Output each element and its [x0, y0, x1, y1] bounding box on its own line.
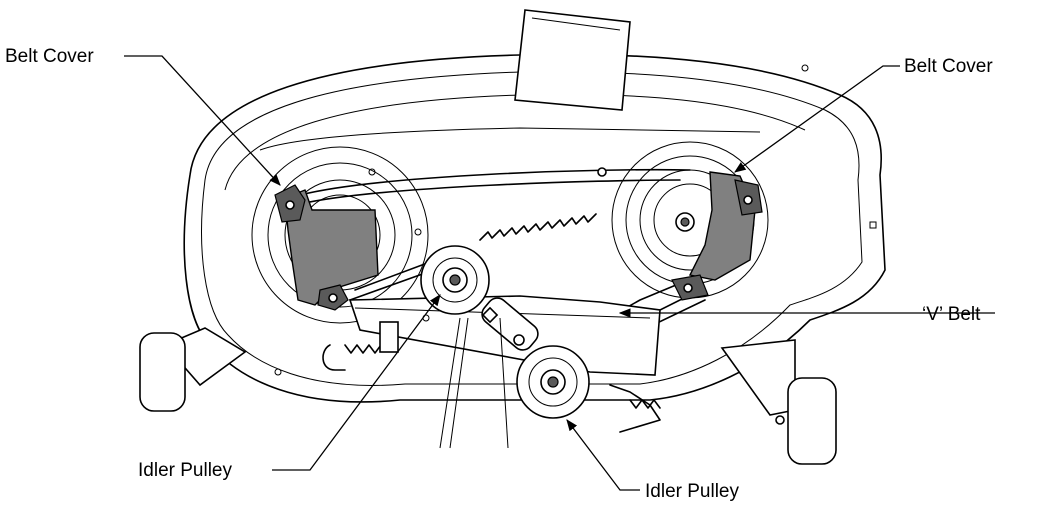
deck-holes [274, 64, 877, 376]
v-belt-label: ‘V’ Belt [922, 304, 981, 325]
belt-cover-left-label: Belt Cover [5, 46, 94, 67]
left-linkage [322, 321, 399, 371]
idler-pulley-bottom [516, 345, 590, 419]
idler-pulley-bottom-label: Idler Pulley [645, 481, 739, 502]
discharge-chute [514, 9, 631, 111]
right-gauge-wheel [720, 339, 837, 465]
tension-spring [479, 167, 607, 241]
belt-cover-right [671, 171, 763, 301]
idler-pulley-left-label: Idler Pulley [138, 460, 232, 481]
belt-cover-right-label: Belt Cover [904, 56, 993, 77]
leader-lines [124, 55, 995, 491]
left-gauge-wheel [139, 327, 247, 412]
right-linkage [609, 384, 661, 433]
idler-rods [439, 317, 509, 449]
belt-cover-left [274, 184, 379, 311]
idler-pulley-left [420, 245, 490, 315]
